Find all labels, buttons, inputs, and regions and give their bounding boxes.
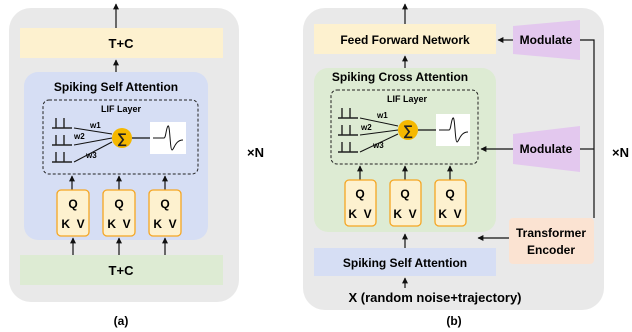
qkv-kv-3-b: K V: [438, 207, 461, 221]
weight-w2-b: w2: [360, 123, 372, 132]
qkv-q-1-a: Q: [68, 197, 77, 211]
qkv-box-2-a: [102, 189, 136, 237]
qkv-box-3-a: [148, 189, 182, 237]
qkv-q-3-a: Q: [160, 197, 169, 211]
membrane-waveform-a: [153, 125, 184, 151]
self-attention-title: Spiking Self Attention: [54, 80, 178, 94]
qkv-kv-2-a: K V: [107, 217, 130, 231]
weight-line-2-a: [73, 137, 113, 146]
weight-w2-a: w2: [73, 132, 85, 141]
lif-layer-title-a: LIF Layer: [101, 104, 142, 114]
qkv-q-2-b: Q: [400, 187, 409, 201]
repeat-label-b: ×N: [612, 145, 629, 160]
spiking-self-attention-block: [314, 248, 496, 276]
bottom-tc-block: [20, 255, 223, 285]
modulate-mid-shape: [513, 126, 580, 172]
modulate-mid-label: Modulate: [520, 142, 573, 156]
caption-b: (b): [446, 314, 461, 328]
caption-a: (a): [114, 314, 129, 328]
qkv-box-3-b: [434, 179, 467, 227]
qkv-kv-1-a: K V: [61, 217, 84, 231]
panel-a: T+C Spiking Self Attention LIF Layer w1 …: [9, 3, 264, 328]
spiking-self-attention-label: Spiking Self Attention: [343, 256, 467, 270]
weight-line-3-b: [359, 133, 399, 153]
weight-line-1-a: [73, 127, 113, 135]
encoder-label-line2: Encoder: [527, 243, 575, 257]
top-tc-label: T+C: [109, 36, 135, 51]
lif-layer-box-b: [330, 89, 479, 165]
weight-line-3-a: [73, 141, 113, 163]
sum-symbol-b: ∑: [403, 122, 413, 139]
weight-line-2-b: [359, 129, 399, 136]
modulate-top-shape: [513, 20, 580, 60]
weight-w3-a: w3: [85, 151, 97, 160]
top-tc-block: [20, 28, 223, 58]
qkv-kv-2-b: K V: [393, 207, 416, 221]
transformer-encoder-block: [509, 218, 594, 264]
bottom-tc-label: T+C: [109, 263, 135, 278]
sum-node-b: [398, 120, 418, 140]
encoder-feed-line: [580, 39, 595, 218]
cross-attention-title: Spiking Cross Attention: [332, 70, 468, 84]
weight-w1-b: w1: [376, 111, 388, 120]
qkv-box-2-b: [389, 179, 422, 227]
ffn-label: Feed Forward Network: [340, 33, 470, 47]
weight-line-1-b: [359, 117, 399, 127]
lif-layer-box-a: [42, 99, 199, 175]
panel-b: Feed Forward Network Modulate Spiking Cr…: [303, 3, 629, 328]
qkv-box-1-b: [344, 179, 377, 227]
modulate-top-label: Modulate: [520, 33, 573, 47]
encoder-label-line1: Transformer: [516, 226, 586, 240]
qkv-kv-1-b: K V: [348, 207, 371, 221]
qkv-box-1-a: [56, 189, 90, 237]
qkv-q-2-a: Q: [114, 197, 123, 211]
repeat-label-a: ×N: [247, 145, 264, 160]
weight-w1-a: w1: [89, 121, 101, 130]
sum-symbol-a: ∑: [117, 130, 127, 147]
qkv-kv-3-a: K V: [153, 217, 176, 231]
qkv-q-1-b: Q: [355, 187, 364, 201]
weight-w3-b: w3: [372, 141, 384, 150]
sum-node-a: [112, 128, 132, 148]
lif-layer-title-b: LIF Layer: [387, 94, 428, 104]
ffn-block: [314, 24, 496, 54]
input-label: X (random noise+trajectory): [348, 290, 521, 305]
qkv-q-3-b: Q: [445, 187, 454, 201]
membrane-waveform-b: [439, 117, 469, 143]
